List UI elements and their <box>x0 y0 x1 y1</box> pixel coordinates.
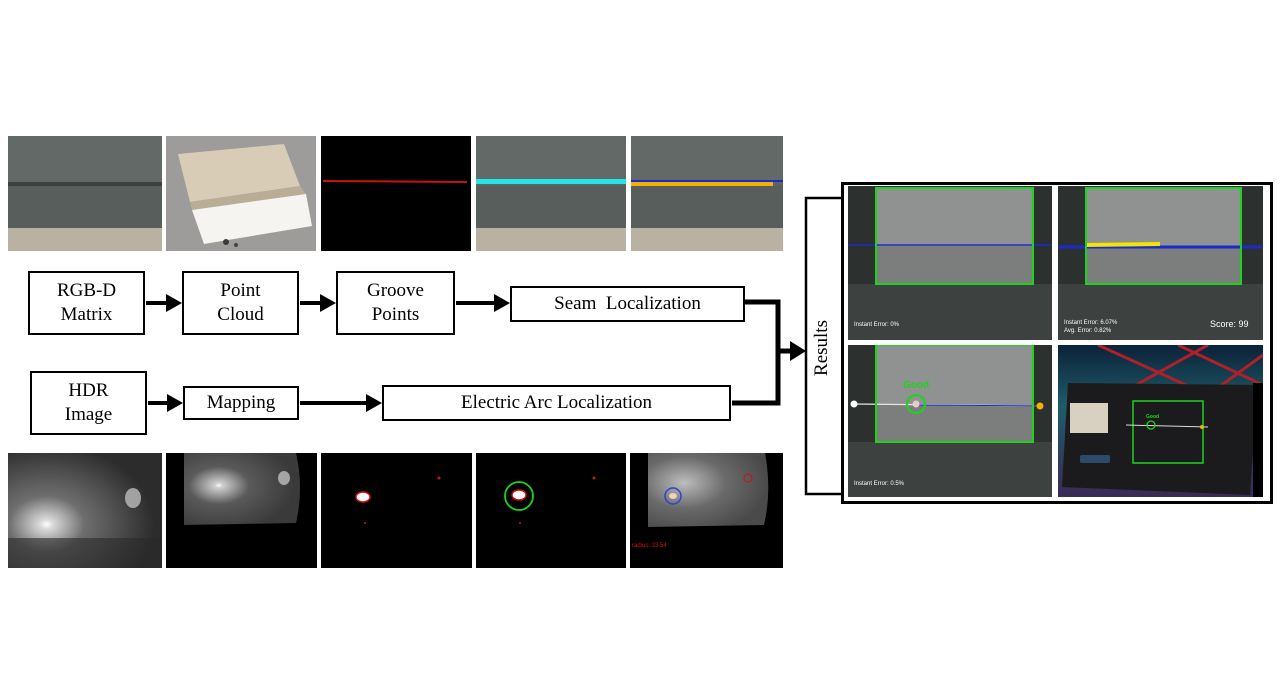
mapping-box: Mapping <box>183 386 299 420</box>
groove-points-box: Groove Points <box>336 271 455 335</box>
rgbd-photo-thumbnail <box>8 136 162 251</box>
seam-yellow-thumbnail <box>631 136 783 251</box>
seam-yellow-line <box>631 182 773 186</box>
vr-window-panel <box>1062 383 1258 495</box>
rgbd-matrix-box: RGB-D Matrix <box>28 271 145 335</box>
p2-score: Score: 99 <box>1210 319 1249 329</box>
p2-avg-error: Avg. Error: 0.82% <box>1064 328 1112 334</box>
point-cloud-thumbnail <box>166 136 316 251</box>
vr-good-label: Good <box>1146 414 1160 420</box>
track-start-dot <box>850 400 858 408</box>
detection-frame <box>1085 187 1242 285</box>
p2-instant-error: Instant Error: 6.07% <box>1064 320 1118 326</box>
mapping-label: Mapping <box>206 392 276 413</box>
arc-segmentation-thumbnail <box>321 453 472 568</box>
groove-points-red-line <box>322 180 468 183</box>
seam-cyan-line <box>476 179 626 184</box>
hdr-image-box: HDR Image <box>30 371 147 435</box>
hdr-mapped-thumbnail <box>166 453 317 568</box>
result-panel-arc-tracking: Good Instant Error: 0.5% <box>848 345 1052 497</box>
hdr-image-label: HDR Image <box>64 380 113 425</box>
connector-arc-to-results <box>732 350 781 406</box>
p3-good-label: Good <box>903 380 930 391</box>
detection-frame <box>875 345 1034 443</box>
p3-instant-error: Instant Error: 0.5% <box>854 481 905 487</box>
arc-overlay-thumbnail: radius: 33.54 <box>630 453 783 568</box>
results-label: Results <box>811 320 832 376</box>
arc-blob <box>355 491 371 503</box>
seam-localization-box: Seam Localization <box>510 286 745 322</box>
vr-detection-frame <box>1132 400 1204 464</box>
arc-detection-ring <box>504 481 534 511</box>
hdr-raw-thumbnail <box>8 453 162 568</box>
seam-yellow-trace <box>1085 242 1161 247</box>
arc-localization-label: Electric Arc Localization <box>461 392 652 413</box>
point-cloud-box: Point Cloud <box>182 271 299 335</box>
result-panel-vr-view: Good <box>1058 345 1263 497</box>
arc-target-ring <box>906 394 926 414</box>
rgbd-matrix-label: RGB-D Matrix <box>56 280 117 325</box>
groove-points-label: Groove Points <box>367 280 424 325</box>
result-panel-seam-initial: Instant Error: 0% <box>848 186 1052 340</box>
arc-overlay-ring <box>664 487 682 505</box>
arc-radius-label: radius: 33.54 <box>632 543 667 549</box>
connector-seam-to-results <box>745 299 781 352</box>
arc-detection-thumbnail <box>476 453 626 568</box>
groove-points-thumbnail <box>321 136 471 251</box>
arc-localization-box: Electric Arc Localization <box>382 385 731 421</box>
point-cloud-label: Point Cloud <box>217 280 264 325</box>
seam-cyan-thumbnail <box>476 136 626 251</box>
seam-localization-label: Seam Localization <box>554 293 701 314</box>
p1-instant-error: Instant Error: 0% <box>854 322 900 328</box>
track-end-dot <box>1036 402 1044 410</box>
detection-frame <box>875 187 1034 285</box>
result-panel-seam-tracking: Instant Error: 6.07% Avg. Error: 0.82% S… <box>1058 186 1263 340</box>
results-bracket <box>804 196 841 496</box>
